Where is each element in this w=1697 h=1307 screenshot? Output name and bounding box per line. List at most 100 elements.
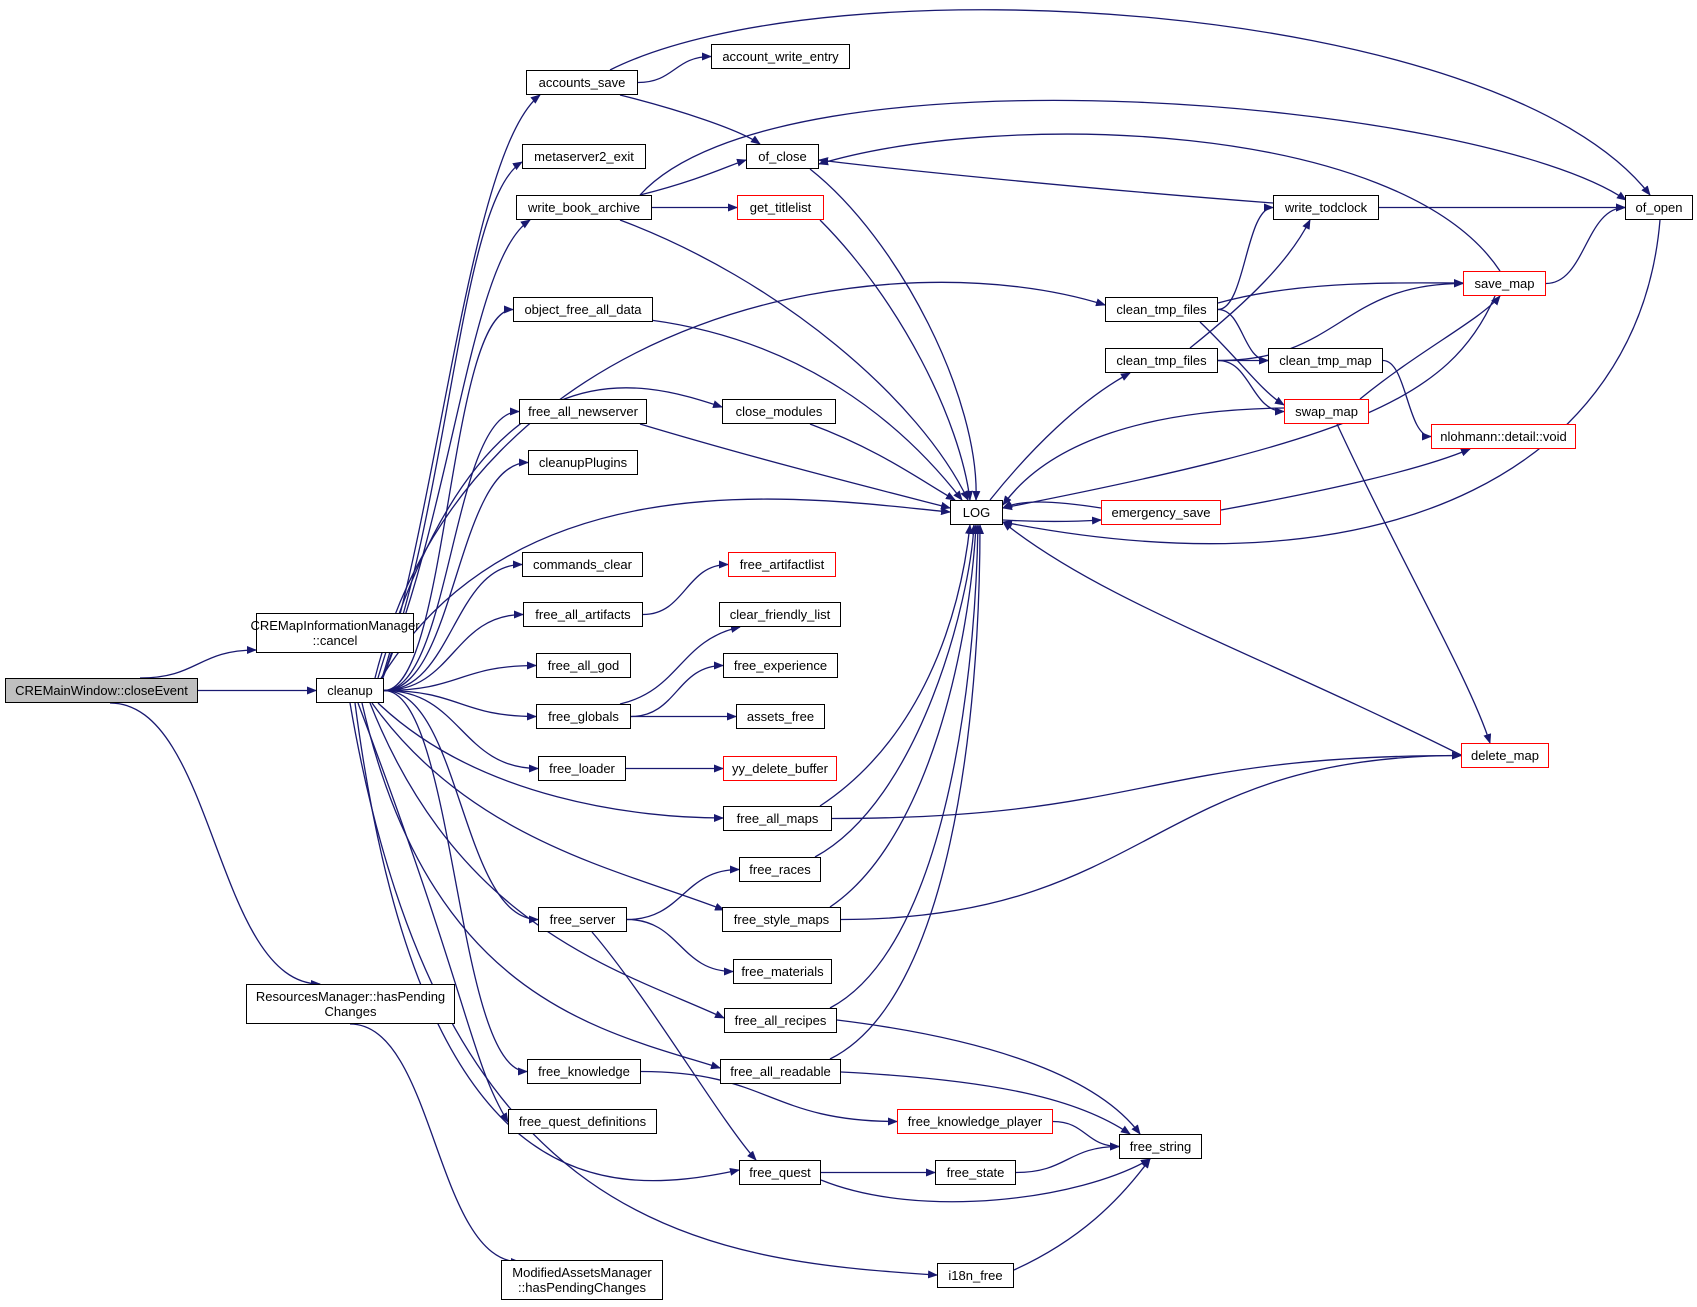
edge-cleanup-to-cleanupplugins xyxy=(383,458,529,692)
node-free-all-newserver[interactable]: free_all_newserver xyxy=(519,399,647,424)
node-label: write_book_archive xyxy=(527,200,640,215)
node-label: free_experience xyxy=(733,658,828,673)
node-free-quest-definitions[interactable]: free_quest_definitions xyxy=(508,1109,657,1134)
node-label: CREMapInformationManager xyxy=(250,618,420,633)
node-label: cleanupPlugins xyxy=(538,455,628,470)
node-label: ModifiedAssetsManager xyxy=(512,1265,652,1280)
node-label: clean_tmp_map xyxy=(1279,353,1372,368)
edge-free-server-to-free-quest xyxy=(591,931,757,1161)
node-write-book-archive[interactable]: write_book_archive xyxy=(516,195,652,220)
node-label: LOG xyxy=(962,505,991,520)
node-label: i18n_free xyxy=(948,1268,1003,1283)
node-of-open[interactable]: of_open xyxy=(1625,195,1693,220)
node-free-globals[interactable]: free_globals xyxy=(536,704,631,729)
node-label: free_quest xyxy=(749,1165,811,1180)
node-label: get_titlelist xyxy=(749,200,812,215)
edge-cleanup-to-free-knowledge xyxy=(383,689,528,1076)
node-free-server[interactable]: free_server xyxy=(538,907,627,932)
node-emergency-save[interactable]: emergency_save xyxy=(1101,500,1221,525)
edge-cleanup-to-clean-tmp-files-1 xyxy=(374,281,1106,679)
node-account-write-entry[interactable]: account_write_entry xyxy=(711,44,850,69)
node-free-state[interactable]: free_state xyxy=(935,1160,1016,1185)
node-free-all-god[interactable]: free_all_god xyxy=(536,653,631,678)
node-label: commands_clear xyxy=(533,557,632,572)
edge-free-style-maps-to-log xyxy=(829,524,980,908)
node-haspendingmod[interactable]: ModifiedAssetsManager::hasPendingChanges xyxy=(501,1260,663,1300)
edge-clean-tmp-files-2-to-write-todclock xyxy=(1189,219,1311,349)
node-label: free_all_maps xyxy=(736,811,819,826)
edge-write-todclock-to-of-close xyxy=(818,157,1274,204)
edge-free-knowledge-to-free-knowledge-player xyxy=(640,1070,898,1126)
node-label: swap_map xyxy=(1295,404,1358,419)
node-free-experience[interactable]: free_experience xyxy=(723,653,838,678)
node-yy-delete-buffer[interactable]: yy_delete_buffer xyxy=(723,756,837,781)
node-clean-tmp-map[interactable]: clean_tmp_map xyxy=(1268,348,1383,373)
node-label: free_state xyxy=(946,1165,1005,1180)
node-log[interactable]: LOG xyxy=(950,500,1003,525)
node-metaserver2-exit[interactable]: metaserver2_exit xyxy=(522,144,646,169)
node-write-todclock[interactable]: write_todclock xyxy=(1273,195,1379,220)
edge-cleanup-to-write-book-archive xyxy=(381,219,531,681)
node-free-knowledge[interactable]: free_knowledge xyxy=(527,1059,641,1084)
node-free-style-maps[interactable]: free_style_maps xyxy=(722,907,841,932)
node-label: free_races xyxy=(749,862,811,877)
node-object-free-all-data[interactable]: object_free_all_data xyxy=(513,297,653,322)
node-free-races[interactable]: free_races xyxy=(739,857,821,882)
edge-delete-map-to-log xyxy=(1002,521,1462,756)
edge-cleanup-to-free-quest-definitions xyxy=(357,702,509,1123)
node-swap-map[interactable]: swap_map xyxy=(1284,399,1369,424)
node-cleanup[interactable]: cleanup xyxy=(316,678,384,703)
node-close-modules[interactable]: close_modules xyxy=(722,399,836,424)
node-commands-clear[interactable]: commands_clear xyxy=(522,552,643,577)
node-clean-tmp-files-2[interactable]: clean_tmp_files xyxy=(1105,348,1218,373)
node-cancel[interactable]: CREMapInformationManager::cancel xyxy=(250,613,420,653)
node-of-close[interactable]: of_close xyxy=(746,144,819,169)
node-label: ResourcesManager::hasPending xyxy=(255,989,446,1004)
node-label: free_globals xyxy=(548,709,619,724)
node-label: save_map xyxy=(1474,276,1535,291)
node-free-all-artifacts[interactable]: free_all_artifacts xyxy=(523,602,643,627)
node-label: free_all_recipes xyxy=(734,1013,827,1028)
node-free-all-recipes[interactable]: free_all_recipes xyxy=(724,1008,837,1033)
node-free-all-readable[interactable]: free_all_readable xyxy=(720,1059,841,1084)
node-clear-friendly-list[interactable]: clear_friendly_list xyxy=(719,602,841,627)
node-free-knowledge-player[interactable]: free_knowledge_player xyxy=(897,1109,1053,1134)
node-free-loader[interactable]: free_loader xyxy=(538,756,626,781)
node-get-titlelist[interactable]: get_titlelist xyxy=(737,195,824,220)
node-accounts-save[interactable]: accounts_save xyxy=(526,70,638,95)
node-free-artifactlist[interactable]: free_artifactlist xyxy=(728,552,836,577)
node-label: free_loader xyxy=(549,761,615,776)
edge-free-globals-to-clear-friendly-list xyxy=(619,625,741,705)
node-delete-map[interactable]: delete_map xyxy=(1461,743,1549,768)
edge-cleanup-to-close-modules xyxy=(377,387,723,679)
node-save-map[interactable]: save_map xyxy=(1463,271,1546,296)
node-free-materials[interactable]: free_materials xyxy=(733,959,832,984)
node-nlohmann-void[interactable]: nlohmann::detail::void xyxy=(1431,424,1576,449)
node-label: clean_tmp_files xyxy=(1116,353,1207,368)
node-label: clean_tmp_files xyxy=(1116,302,1207,317)
node-label: of_close xyxy=(758,149,807,164)
node-label: free_all_artifacts xyxy=(535,607,631,622)
edge-log-to-clean-tmp-files-2 xyxy=(989,372,1131,501)
node-cleanupplugins[interactable]: cleanupPlugins xyxy=(528,450,638,475)
edge-clean-tmp-files-1-to-write-todclock xyxy=(1217,203,1274,311)
edge-free-all-recipes-to-log xyxy=(829,524,982,1009)
edge-free-all-readable-to-log xyxy=(829,524,984,1060)
node-label: free_server xyxy=(549,912,616,927)
node-label: of_open xyxy=(1635,200,1683,215)
node-label: Changes xyxy=(324,1004,377,1019)
node-label: free_all_god xyxy=(547,658,620,673)
node-free-string[interactable]: free_string xyxy=(1119,1134,1202,1159)
node-i18n-free[interactable]: i18n_free xyxy=(937,1263,1014,1288)
node-label: free_knowledge xyxy=(538,1064,630,1079)
node-free-all-maps[interactable]: free_all_maps xyxy=(723,806,832,831)
node-assets-free[interactable]: assets_free xyxy=(736,704,825,729)
edge-free-all-recipes-to-free-string xyxy=(836,1019,1141,1135)
node-label: free_knowledge_player xyxy=(907,1114,1043,1129)
node-free-quest[interactable]: free_quest xyxy=(739,1160,821,1185)
node-clean-tmp-files-1[interactable]: clean_tmp_files xyxy=(1105,297,1218,322)
edge-free-all-maps-to-log xyxy=(819,524,974,807)
node-label: nlohmann::detail::void xyxy=(1440,429,1567,444)
edge-free-style-maps-to-delete-map xyxy=(840,751,1462,921)
